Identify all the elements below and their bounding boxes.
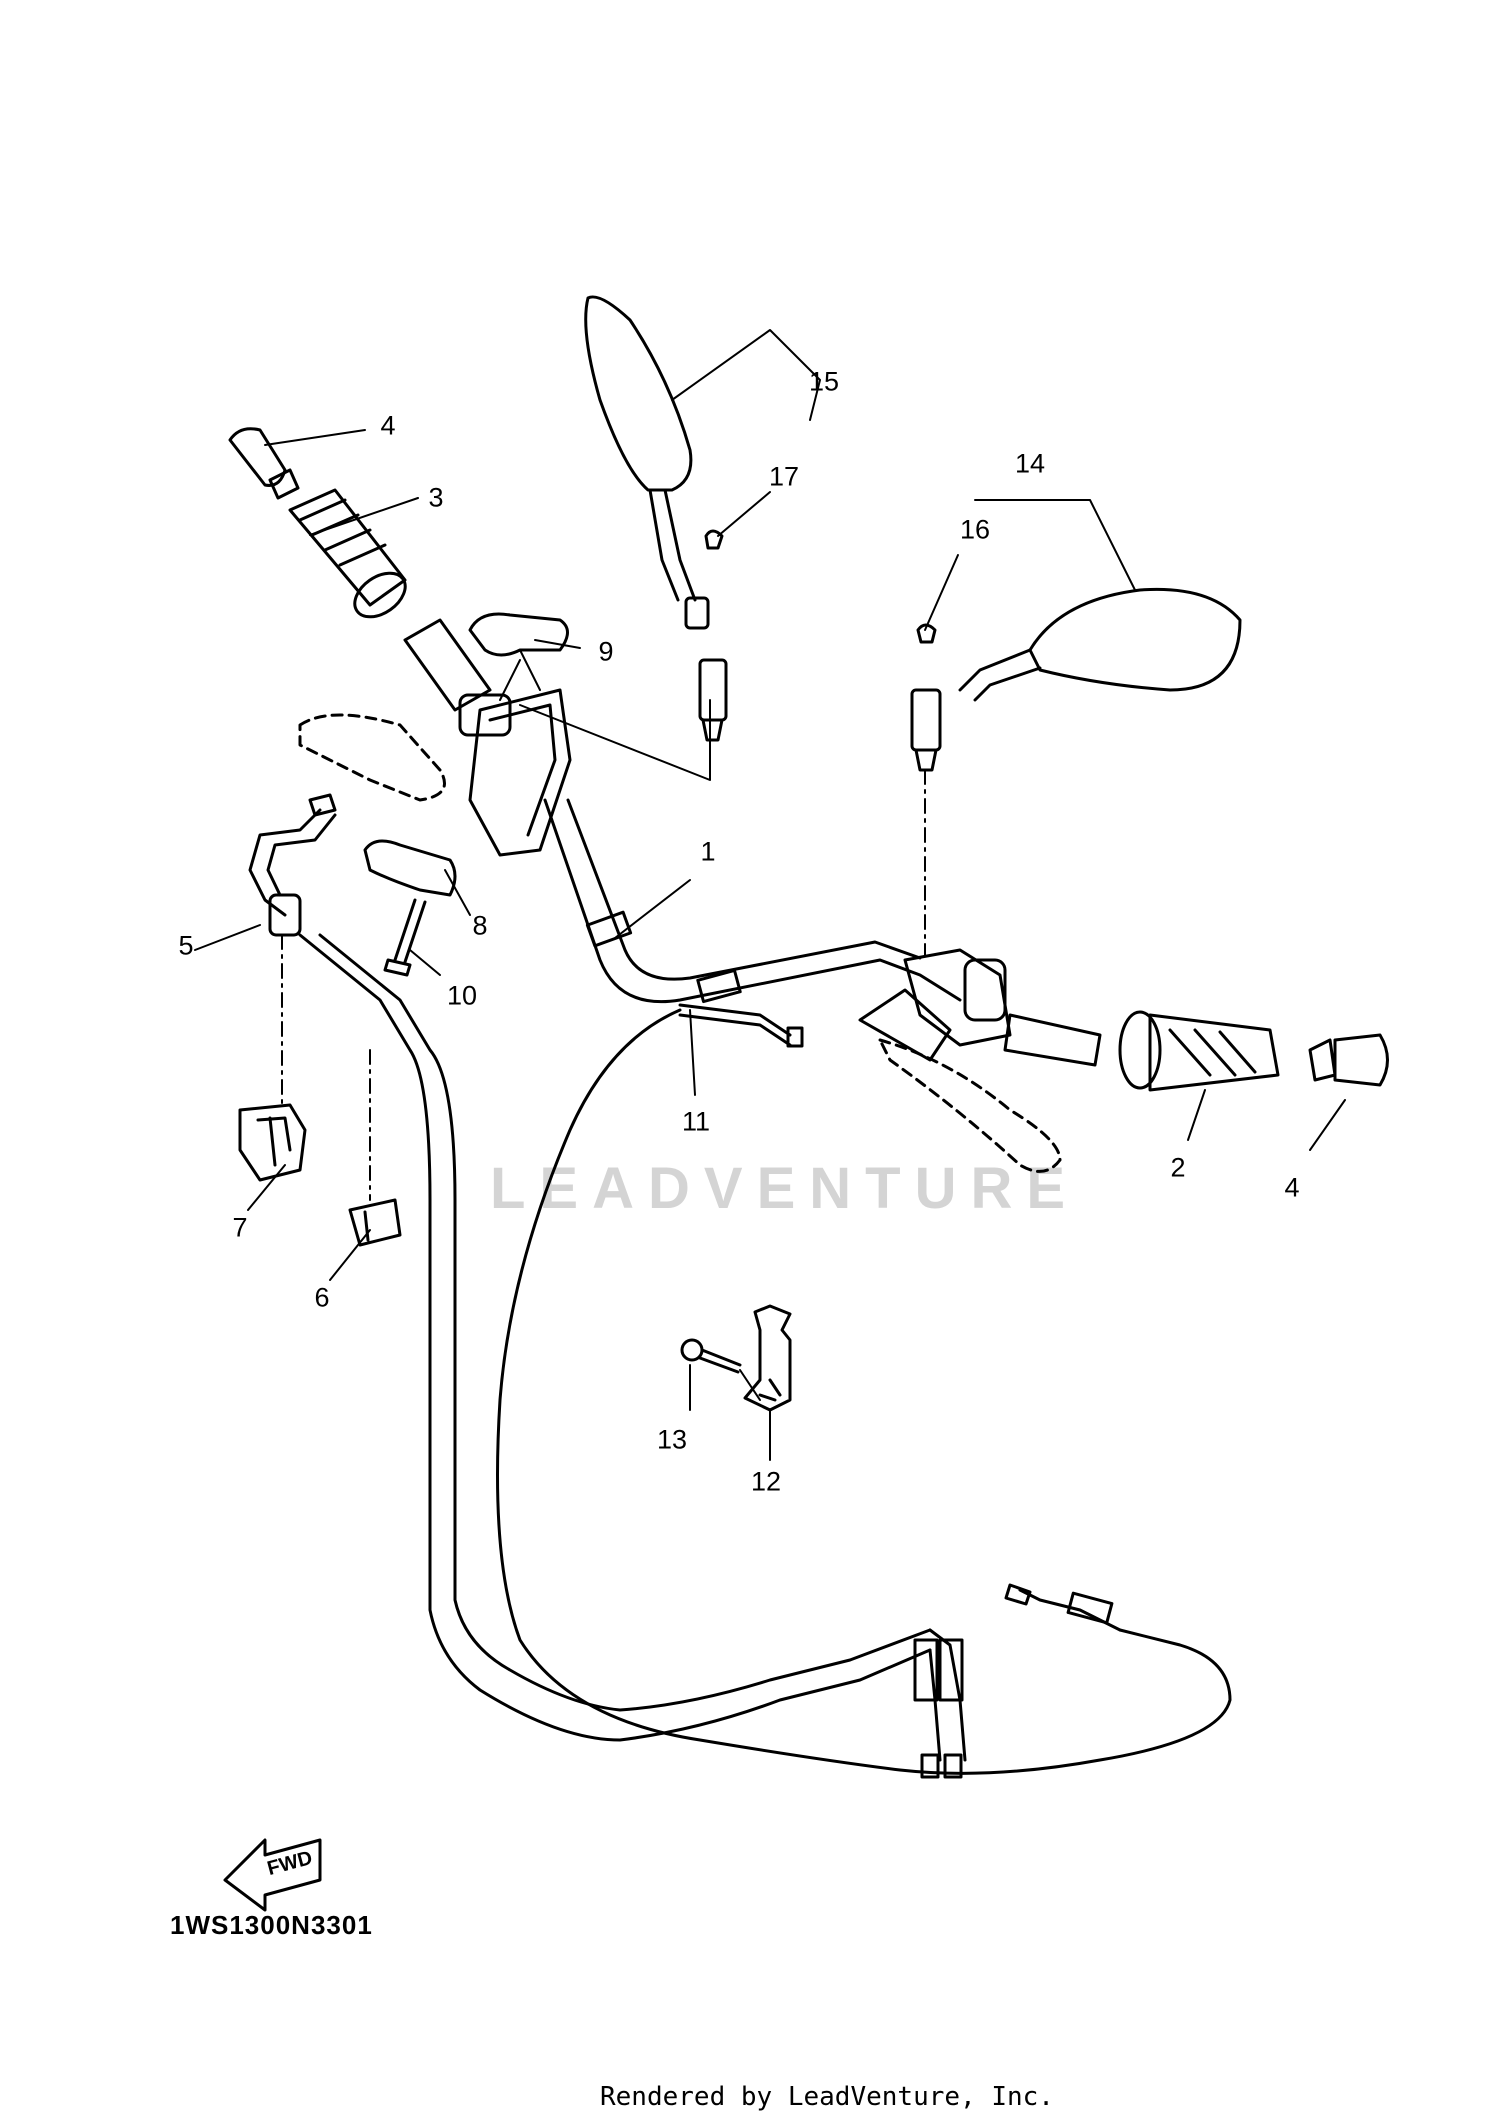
- clamp-upper: [468, 612, 569, 657]
- cable-holder: [743, 1304, 792, 1412]
- callout-9: 9: [598, 636, 614, 667]
- fwd-arrow-icon: [223, 1838, 322, 1912]
- right-switch-housing: [858, 948, 1012, 1062]
- right-lever: [878, 1038, 1062, 1173]
- cable-guide-small: [348, 1198, 402, 1247]
- callout-16: 16: [959, 514, 991, 545]
- callout-12: 12: [750, 1466, 782, 1497]
- left-switch-housing: [458, 688, 572, 857]
- clutch-cable: [496, 1003, 1232, 1775]
- callout-15: 15: [808, 366, 840, 397]
- callout-17: 17: [768, 461, 800, 492]
- left-grip: [288, 488, 492, 712]
- bolt: [383, 898, 427, 977]
- callout-1: 1: [700, 836, 716, 867]
- right-grip: [1003, 1010, 1280, 1092]
- left-bar-end: [228, 427, 300, 500]
- left-lever: [298, 713, 446, 802]
- diagram-code: 1WS1300N3301: [170, 1910, 373, 1940]
- throttle-housing: [248, 793, 337, 937]
- screw: [680, 1338, 742, 1374]
- callout-11: 11: [681, 1106, 711, 1137]
- callout-3: 3: [428, 482, 444, 513]
- cable-guide-large: [238, 1103, 307, 1182]
- callout-13: 13: [656, 1424, 688, 1455]
- callout-10: 10: [446, 980, 478, 1011]
- handlebar: [543, 798, 962, 1004]
- callout-4-left: 4: [380, 410, 396, 441]
- callout-2: 2: [1170, 1152, 1186, 1183]
- callout-6: 6: [314, 1282, 330, 1313]
- right-mirror: [910, 587, 1242, 772]
- left-mirror: [584, 295, 728, 742]
- callout-5: 5: [178, 930, 194, 961]
- throttle-cables: [298, 933, 967, 1779]
- callout-8: 8: [472, 910, 488, 941]
- render-credit: Rendered by LeadVenture, Inc.: [600, 2082, 1054, 2112]
- callout-14: 14: [1014, 448, 1046, 479]
- right-bar-end: [1308, 1033, 1389, 1087]
- callout-7: 7: [232, 1212, 248, 1243]
- watermark: LEADVENTURE: [490, 1156, 1080, 1221]
- callout-4-right: 4: [1284, 1172, 1300, 1203]
- clamp-lower: [363, 839, 457, 897]
